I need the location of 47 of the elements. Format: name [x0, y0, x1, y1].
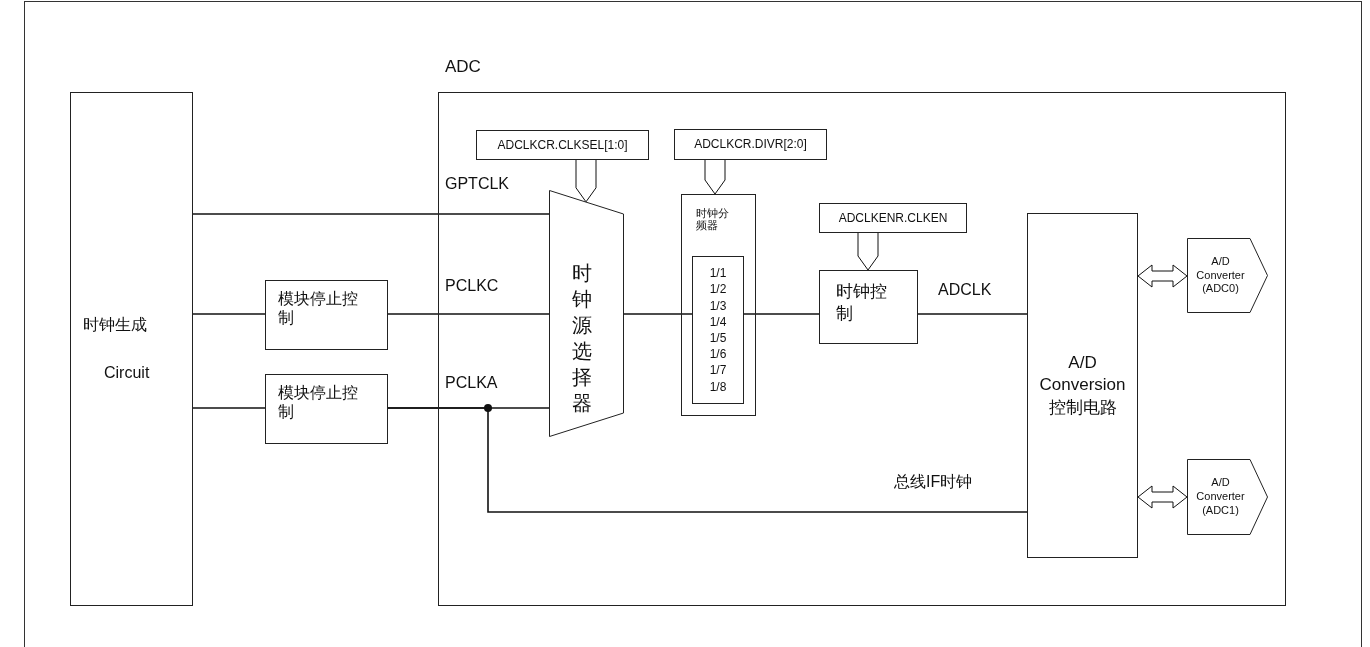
label-text: Circuit [104, 363, 150, 383]
register-box [674, 129, 827, 160]
signal-line [743, 313, 820, 315]
bus-arrow [704, 159, 726, 195]
label-text: A/D Converter (ADC1) [1195, 476, 1246, 518]
label-text: ADCLKCR.CLKSEL[1:0] [497, 137, 628, 153]
signal-line [192, 407, 266, 409]
multiplexer-trapezoid [549, 190, 624, 437]
converter-pentagon [1187, 459, 1268, 535]
control-box [819, 270, 918, 344]
control-box [265, 374, 388, 444]
signal-line [623, 313, 693, 315]
ratio-text: 1/1 [709, 265, 727, 282]
bus-arrow [575, 159, 597, 203]
ratio-text: 1/3 [709, 297, 727, 314]
register-box [476, 130, 649, 160]
ratio-text: 1/6 [709, 346, 727, 363]
bus-arrow [857, 232, 879, 271]
ratio-text: 1/5 [709, 330, 727, 347]
label-text: 时钟生成 [83, 315, 147, 335]
label-text: A/D Conversion 控制电路 [1038, 352, 1127, 419]
bus-arrow [1137, 264, 1188, 288]
ratio-list-box [692, 256, 744, 404]
label-text: 模块停止控制 [278, 383, 359, 422]
label-text: 时钟控制 [836, 281, 888, 326]
bus-arrow [1137, 485, 1188, 509]
label-text: ADCLKCR.DIVR[2:0] [694, 137, 807, 152]
converter-pentagon [1187, 238, 1268, 313]
signal-line [917, 313, 1028, 315]
register-box [819, 203, 967, 233]
ratio-text: 1/4 [709, 313, 727, 330]
signal-line [387, 313, 550, 315]
label-text: ADCLKENR.CLKEN [838, 210, 948, 226]
control-box [265, 280, 388, 350]
label-text: 时钟源选择器 [571, 261, 592, 416]
ratio-text: 1/7 [709, 362, 727, 379]
circuit-block [70, 92, 193, 606]
label-text: A/D Converter (ADC0) [1195, 254, 1246, 297]
signal-line [192, 313, 266, 315]
module-heading: ADC [445, 57, 481, 77]
ratio-text: 1/8 [709, 378, 727, 395]
label-text: 时钟分频器 [696, 207, 730, 232]
signal-line [387, 407, 1028, 513]
conversion-block [1027, 213, 1138, 558]
ratio-text: 1/2 [709, 281, 727, 298]
label-text: 模块停止控制 [278, 289, 359, 328]
signal-line [192, 213, 550, 215]
